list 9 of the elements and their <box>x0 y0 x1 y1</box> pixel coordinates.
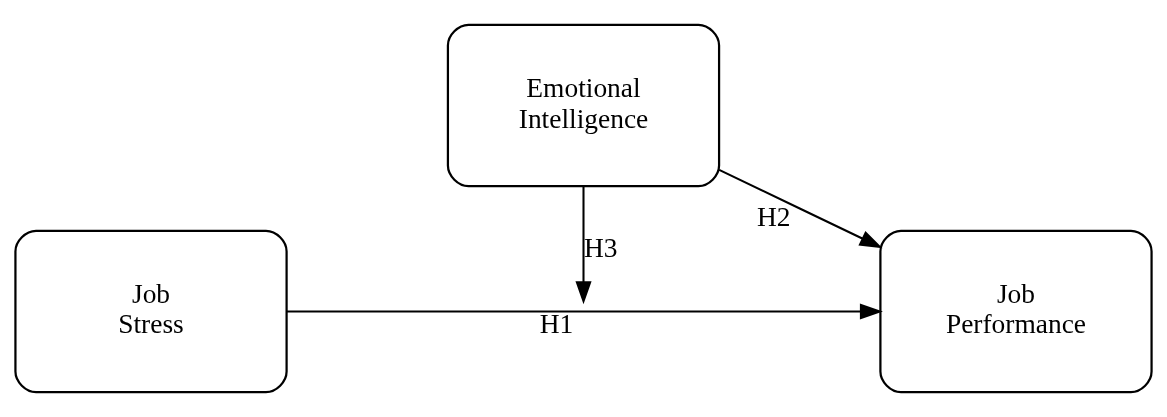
arrow <box>286 303 883 320</box>
node-box: Job Stress <box>14 229 288 394</box>
edge-label: H3 <box>583 232 618 263</box>
edge-label: H2 <box>757 202 791 233</box>
arrow <box>575 186 592 305</box>
node-box: Emotional Intelligence <box>446 23 721 188</box>
edge-label: H1 <box>539 309 574 340</box>
node-box: Job Performance <box>879 229 1153 394</box>
arrow <box>718 168 883 249</box>
